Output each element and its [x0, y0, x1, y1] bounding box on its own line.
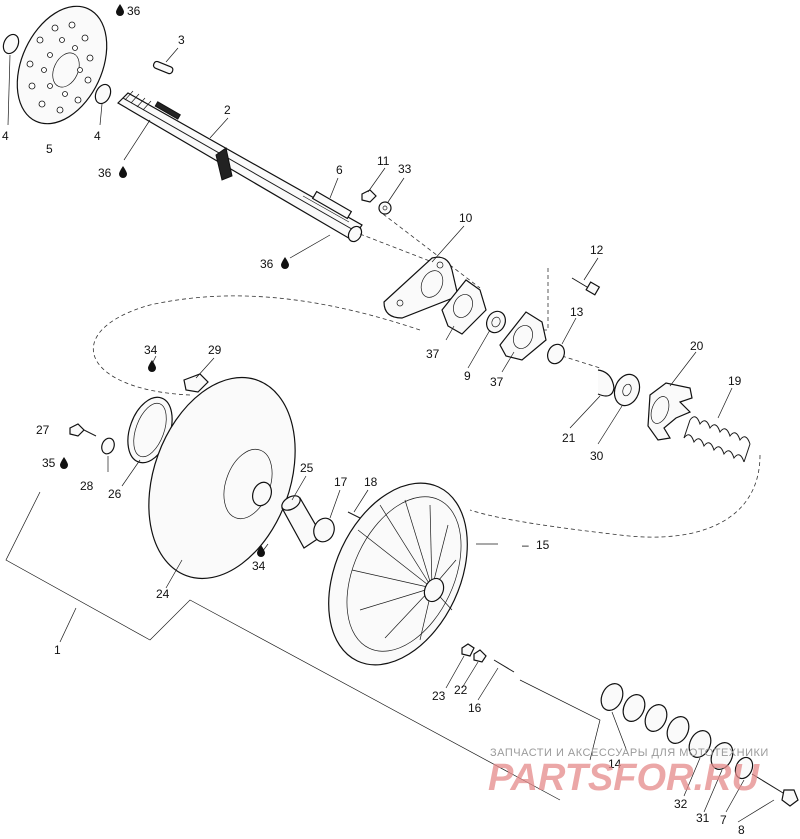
leader-lines: [7, 47, 775, 823]
label-36: 36: [127, 4, 141, 18]
part-33-washer: [378, 201, 392, 215]
part-24-fixed-sheave: [148, 376, 296, 580]
label-23: 23: [432, 689, 446, 703]
label-12: 12: [590, 243, 604, 257]
part-13-bushing: [547, 343, 565, 365]
label-32: 32: [674, 797, 688, 811]
part-14-washers: [600, 683, 690, 744]
part-28-washer: [101, 437, 115, 455]
part-37-flange-right: [499, 311, 547, 361]
part-15-movable-sheave: [328, 482, 468, 666]
label-14: 14: [608, 757, 622, 771]
label-17: 17: [334, 475, 348, 489]
drop-icon: [116, 4, 124, 16]
part-23-nut: [461, 643, 475, 657]
label-3: 3: [178, 33, 185, 47]
part-37-flange-left: [441, 279, 487, 335]
label-13: 13: [570, 305, 584, 319]
label-8: 8: [738, 823, 745, 837]
label-25: 25: [300, 461, 314, 475]
label-15-dash: –: [522, 538, 529, 552]
group-bracket-1: [5, 491, 561, 801]
label-2: 2: [224, 103, 231, 117]
part-6-key: [311, 190, 353, 220]
part-11-nut: [361, 189, 377, 203]
part-25-bushing: [281, 495, 323, 549]
label-10: 10: [459, 211, 473, 225]
label-34: 34: [252, 559, 266, 573]
drop-icon: [148, 360, 156, 372]
label-26: 26: [108, 487, 122, 501]
part-9-bearing: [486, 310, 506, 334]
part-31-washer: [710, 742, 734, 770]
label-11: 11: [377, 154, 390, 168]
part-20-cam: [647, 382, 693, 441]
label-20: 20: [690, 339, 704, 353]
part-30-washer: [613, 373, 641, 407]
part-12-bolt: [571, 277, 601, 296]
part-4-ring-right: [94, 83, 112, 105]
part-21-circlip: [597, 369, 615, 397]
label-36: 36: [98, 166, 112, 180]
label-19: 19: [728, 374, 742, 388]
label-31: 31: [696, 811, 710, 825]
label-1: 1: [54, 643, 61, 657]
label-4: 4: [94, 129, 101, 143]
part-17-ring: [313, 517, 335, 543]
label-5: 5: [46, 142, 53, 156]
drop-icon: [257, 545, 265, 557]
watermark: ЗАПЧАСТИ И АКСЕССУАРЫ ДЛЯ МОТОТЕХНИКИ PA…: [488, 747, 769, 799]
label-15: 15: [536, 538, 550, 552]
part-8-bolt: [751, 773, 799, 807]
part-10-bearing-plate: [383, 256, 459, 319]
drop-icon: [119, 166, 127, 178]
part-5-disc: [16, 5, 108, 125]
part-29-clip: [183, 373, 209, 393]
part-2-shaft: [117, 90, 363, 243]
drop-icon: [60, 457, 68, 469]
label-22: 22: [454, 683, 468, 697]
lubricant-drop-icons: [60, 4, 289, 557]
part-3-key: [152, 60, 174, 75]
part-19-spring: [683, 416, 751, 463]
label-28: 28: [80, 479, 94, 493]
part-7-washer: [734, 756, 754, 780]
label-30: 30: [590, 449, 604, 463]
label-18: 18: [364, 475, 378, 489]
part-32-washer: [688, 730, 712, 758]
part-27-bolt: [69, 423, 97, 437]
label-36: 36: [260, 257, 274, 271]
label-34: 34: [144, 343, 158, 357]
label-6: 6: [336, 163, 343, 177]
label-24: 24: [156, 587, 170, 601]
drop-icon: [281, 257, 289, 269]
part-16-screw: [493, 659, 515, 673]
label-7: 7: [720, 813, 727, 827]
label-37: 37: [426, 347, 440, 361]
part-number-labels: 36 3 4 4 5 2 36 6 11 33 10 36 12 13 20 1…: [2, 4, 745, 837]
watermark-tagline: ЗАПЧАСТИ И АКСЕССУАРЫ ДЛЯ МОТОТЕХНИКИ: [490, 747, 769, 759]
part-4-ring-left: [2, 33, 20, 55]
part-22-nut: [473, 649, 487, 663]
label-9: 9: [464, 369, 471, 383]
label-4: 4: [2, 129, 9, 143]
label-29: 29: [208, 343, 222, 357]
label-16: 16: [468, 701, 482, 715]
label-37: 37: [490, 375, 504, 389]
label-27: 27: [36, 423, 50, 437]
label-21: 21: [562, 431, 576, 445]
part-18-pin: [347, 511, 361, 519]
label-33: 33: [398, 162, 412, 176]
watermark-logo: PARTSFOR.RU: [488, 757, 760, 799]
label-35: 35: [42, 456, 56, 470]
